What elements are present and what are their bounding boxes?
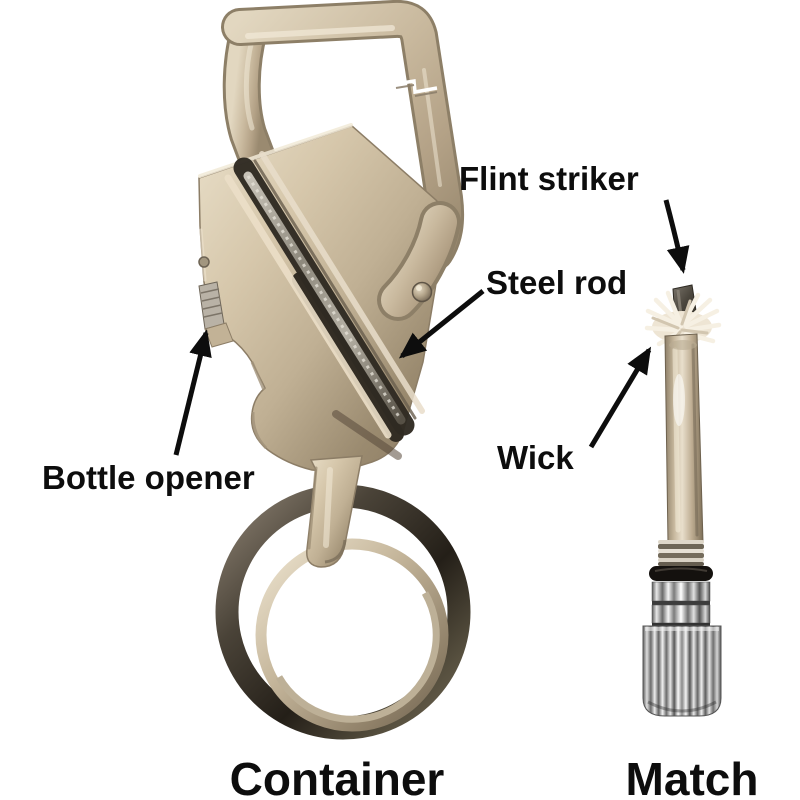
container-caption: Container bbox=[230, 753, 445, 800]
match-rod bbox=[664, 333, 704, 544]
inner-key-ring bbox=[255, 538, 449, 732]
o-ring-seal bbox=[649, 566, 713, 581]
rivet bbox=[411, 281, 433, 303]
match-caption: Match bbox=[626, 753, 759, 800]
bottle-opener-arrow bbox=[173, 329, 212, 456]
bottle-opener bbox=[198, 281, 234, 348]
knurled-cap bbox=[642, 625, 722, 717]
container-keychain bbox=[198, 0, 471, 740]
ring-hook-tab bbox=[306, 455, 363, 568]
steel-rod-arrow bbox=[398, 289, 485, 359]
flint-striker-label: Flint striker bbox=[459, 160, 639, 197]
flint-striker-arrow bbox=[663, 199, 690, 274]
chrome-collar bbox=[651, 581, 711, 626]
match-striker bbox=[642, 284, 722, 717]
wick-arrow bbox=[588, 346, 652, 449]
carabiner-left-arm bbox=[222, 11, 276, 177]
steel-rod-label: Steel rod bbox=[486, 264, 627, 301]
carabiner-lower-arm bbox=[377, 201, 461, 321]
bottle-opener-label: Bottle opener bbox=[42, 459, 255, 496]
carabiner-gate-seam bbox=[395, 78, 438, 97]
inner-ring-second-coil bbox=[275, 591, 440, 723]
side-screw bbox=[198, 256, 210, 268]
flint-rod-groove bbox=[224, 151, 425, 442]
wick-label: Wick bbox=[497, 439, 574, 476]
thread-section bbox=[658, 540, 704, 566]
